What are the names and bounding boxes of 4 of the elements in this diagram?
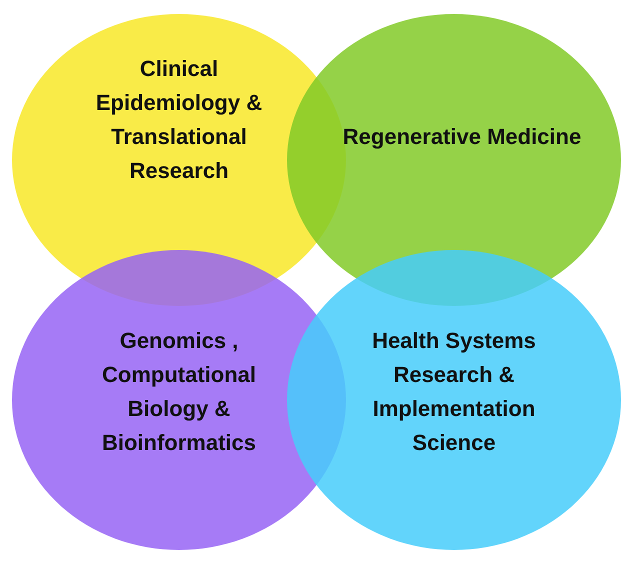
circle-label: Genomics , Computational Biology & Bioinformatics: [100, 327, 258, 457]
circle-label: Regenerative Medicine: [342, 123, 582, 151]
circle-label: Health Systems Research & Implementation Science: [371, 327, 537, 457]
circle-label: Clinical Epidemiology & Translational Research: [94, 55, 264, 185]
